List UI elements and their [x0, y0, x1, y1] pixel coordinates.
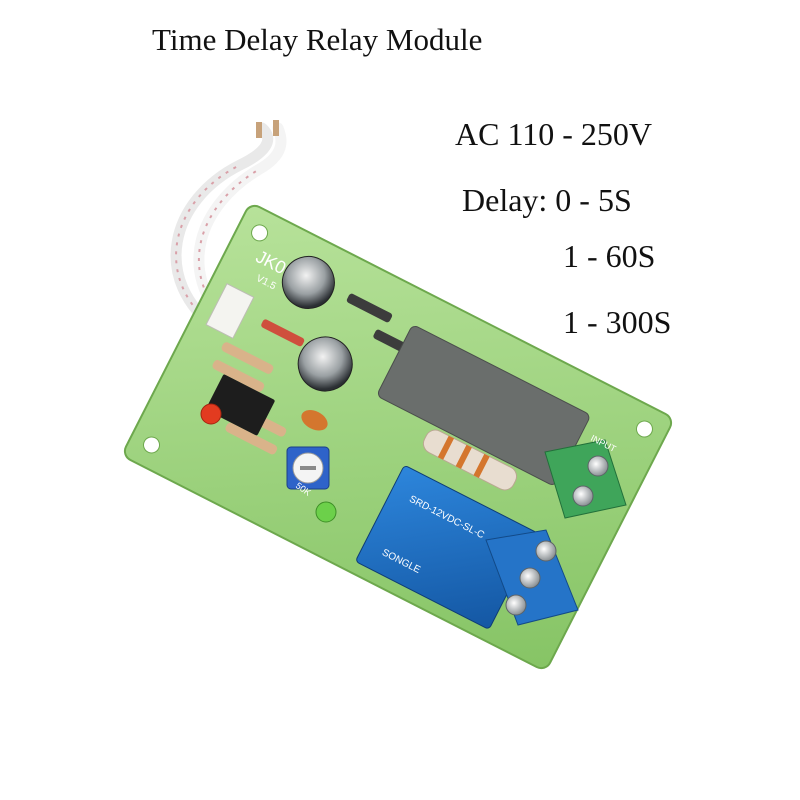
delay-range-3: 1 - 300S: [563, 304, 672, 340]
delay-range-1: Delay: 0 - 5S: [462, 182, 632, 218]
product-title: Time Delay Relay Module: [152, 22, 483, 57]
red-led: [200, 403, 222, 425]
delay-range-2: 1 - 60S: [563, 238, 656, 274]
output-terminal: [485, 529, 579, 626]
voltage-spec: AC 110 - 250V: [455, 116, 653, 152]
green-led: [315, 501, 337, 523]
input-terminal: INPUT: [544, 433, 627, 519]
power-resistor: [422, 429, 518, 491]
relay: SRD-12VDC-SL-C SONGLE: [356, 466, 538, 629]
